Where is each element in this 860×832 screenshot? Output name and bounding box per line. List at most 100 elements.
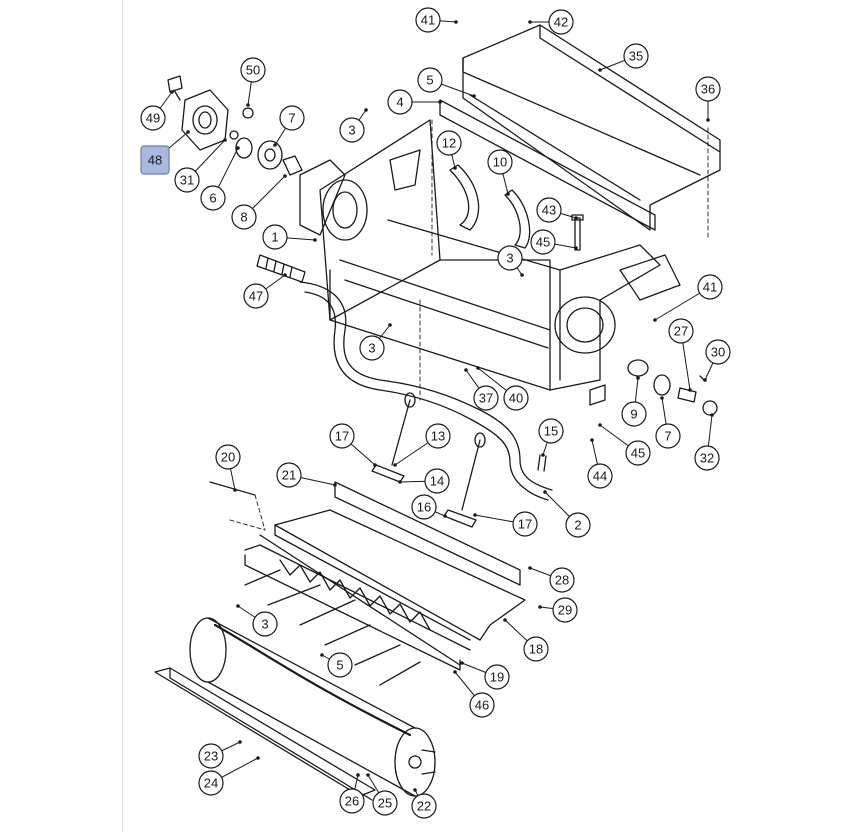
auger-drum-22	[189, 617, 436, 797]
callout-bubble	[473, 385, 499, 411]
leader-arrow	[413, 788, 417, 792]
tray-18	[244, 509, 526, 666]
leader-arrow	[313, 238, 317, 242]
callout-30: 30	[703, 339, 731, 382]
callout-17: 17	[329, 423, 377, 467]
callout-label: 3	[368, 341, 375, 356]
callout-10: 10	[487, 149, 513, 196]
leader-arrow	[464, 368, 468, 372]
pin-15	[537, 454, 547, 472]
leader-arrow	[710, 413, 714, 417]
callout-3: 3	[497, 245, 524, 277]
callout-label: 25	[378, 796, 392, 811]
callout-label: 16	[417, 500, 431, 515]
callout-label: 29	[558, 603, 572, 618]
callout-45: 45	[598, 423, 651, 466]
leader-arrow	[170, 90, 174, 94]
callout-bubble	[174, 167, 200, 193]
leader-arrow	[688, 388, 692, 392]
callout-2: 2	[543, 490, 591, 538]
callout-41: 41	[415, 7, 458, 33]
leader-arrow	[653, 318, 657, 322]
callout-47: 47	[243, 273, 287, 309]
callout-bubble	[497, 245, 523, 271]
callout-20: 20	[215, 444, 241, 492]
callout-bubble	[372, 790, 398, 816]
callout-bubble	[695, 76, 721, 102]
callout-bubble	[243, 283, 269, 309]
leader-arrow	[256, 756, 260, 760]
callout-label: 7	[288, 111, 295, 126]
callout-label: 17	[518, 517, 532, 532]
callout-bubble	[697, 274, 723, 300]
callout-18: 18	[503, 618, 549, 662]
callout-label: 8	[240, 210, 247, 225]
callout-label: 15	[544, 424, 558, 439]
callout-bubble	[415, 7, 441, 33]
callout-26: 26	[339, 773, 365, 814]
leader-arrow	[388, 323, 392, 327]
callout-layer: 1233334556778910121314151617171819202122…	[140, 7, 731, 819]
callout-bubble	[538, 418, 564, 444]
callout-bubble	[140, 105, 166, 131]
tines	[244, 569, 421, 686]
leader-arrow	[460, 661, 464, 665]
top-channel	[462, 24, 721, 231]
leader-arrow	[236, 146, 240, 150]
angle-strip-23	[154, 667, 376, 801]
leader-arrow	[706, 118, 710, 122]
leader-arrow	[283, 273, 287, 277]
callout-bubble	[387, 89, 413, 115]
leader-arrow	[273, 143, 277, 147]
leader-arrow	[398, 480, 402, 484]
callout-label: 40	[509, 391, 523, 406]
callout-32: 32	[694, 413, 720, 471]
leader-arrow	[503, 618, 507, 622]
callout-31: 31	[174, 138, 227, 193]
callout-bubble	[625, 440, 651, 466]
callout-bubble	[552, 597, 578, 623]
leader-arrow	[574, 216, 578, 220]
callout-5: 5	[320, 652, 353, 678]
callout-label: 22	[417, 799, 431, 814]
callout-bubble	[523, 636, 549, 662]
callout-label: 42	[554, 15, 568, 30]
callout-label: 12	[442, 136, 456, 151]
leader-arrow	[598, 68, 602, 72]
leader-arrow	[438, 100, 442, 104]
callout-label: 3	[506, 251, 513, 266]
callout-44: 44	[587, 438, 613, 489]
callout-1: 1	[262, 224, 317, 250]
callout-15: 15	[538, 418, 564, 457]
plate-21	[334, 481, 521, 586]
callout-bubble	[240, 57, 266, 83]
callout-bubble	[469, 692, 495, 718]
callout-bubble	[484, 664, 510, 690]
leader-arrow	[443, 514, 447, 518]
callout-21: 21	[276, 462, 337, 488]
callout-label: 4	[396, 95, 403, 110]
callout-label: 19	[490, 670, 504, 685]
leader-arrow	[538, 605, 542, 609]
leader-arrow	[393, 463, 397, 467]
callout-bubble	[705, 339, 731, 365]
callout-22: 22	[411, 788, 437, 819]
callout-label: 5	[426, 73, 433, 88]
callout-bubble	[279, 105, 305, 131]
callout-43: 43	[536, 197, 578, 223]
callout-24: 24	[198, 756, 260, 796]
callout-label: 30	[711, 345, 725, 360]
callout-label: 50	[246, 63, 260, 78]
callout-29: 29	[538, 597, 578, 623]
leader-arrow	[543, 490, 547, 494]
curved-plate-12	[449, 164, 480, 231]
callout-label: 1	[271, 230, 278, 245]
callout-40: 40	[476, 366, 529, 411]
callout-3: 3	[236, 604, 278, 637]
callout-label: 7	[664, 429, 671, 444]
callout-label: 18	[529, 642, 543, 657]
callout-50: 50	[240, 57, 266, 107]
callout-bubble	[231, 204, 257, 230]
callout-bubble	[411, 793, 437, 819]
callout-6: 6	[200, 146, 240, 211]
